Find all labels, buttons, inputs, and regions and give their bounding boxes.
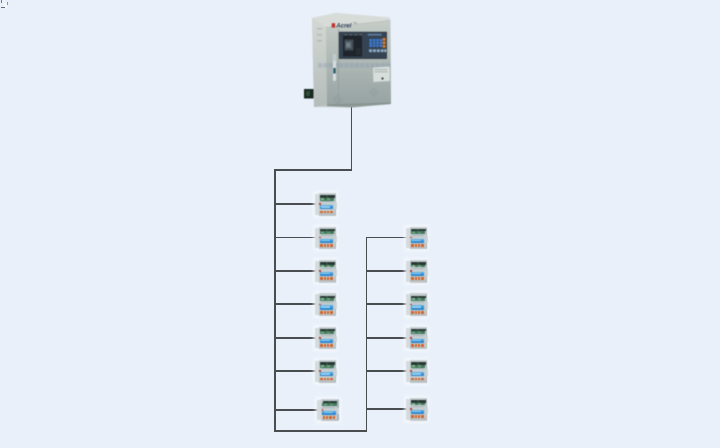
svg-text:TM: TM bbox=[353, 21, 357, 25]
svg-text:Acrel: Acrel bbox=[335, 23, 351, 29]
